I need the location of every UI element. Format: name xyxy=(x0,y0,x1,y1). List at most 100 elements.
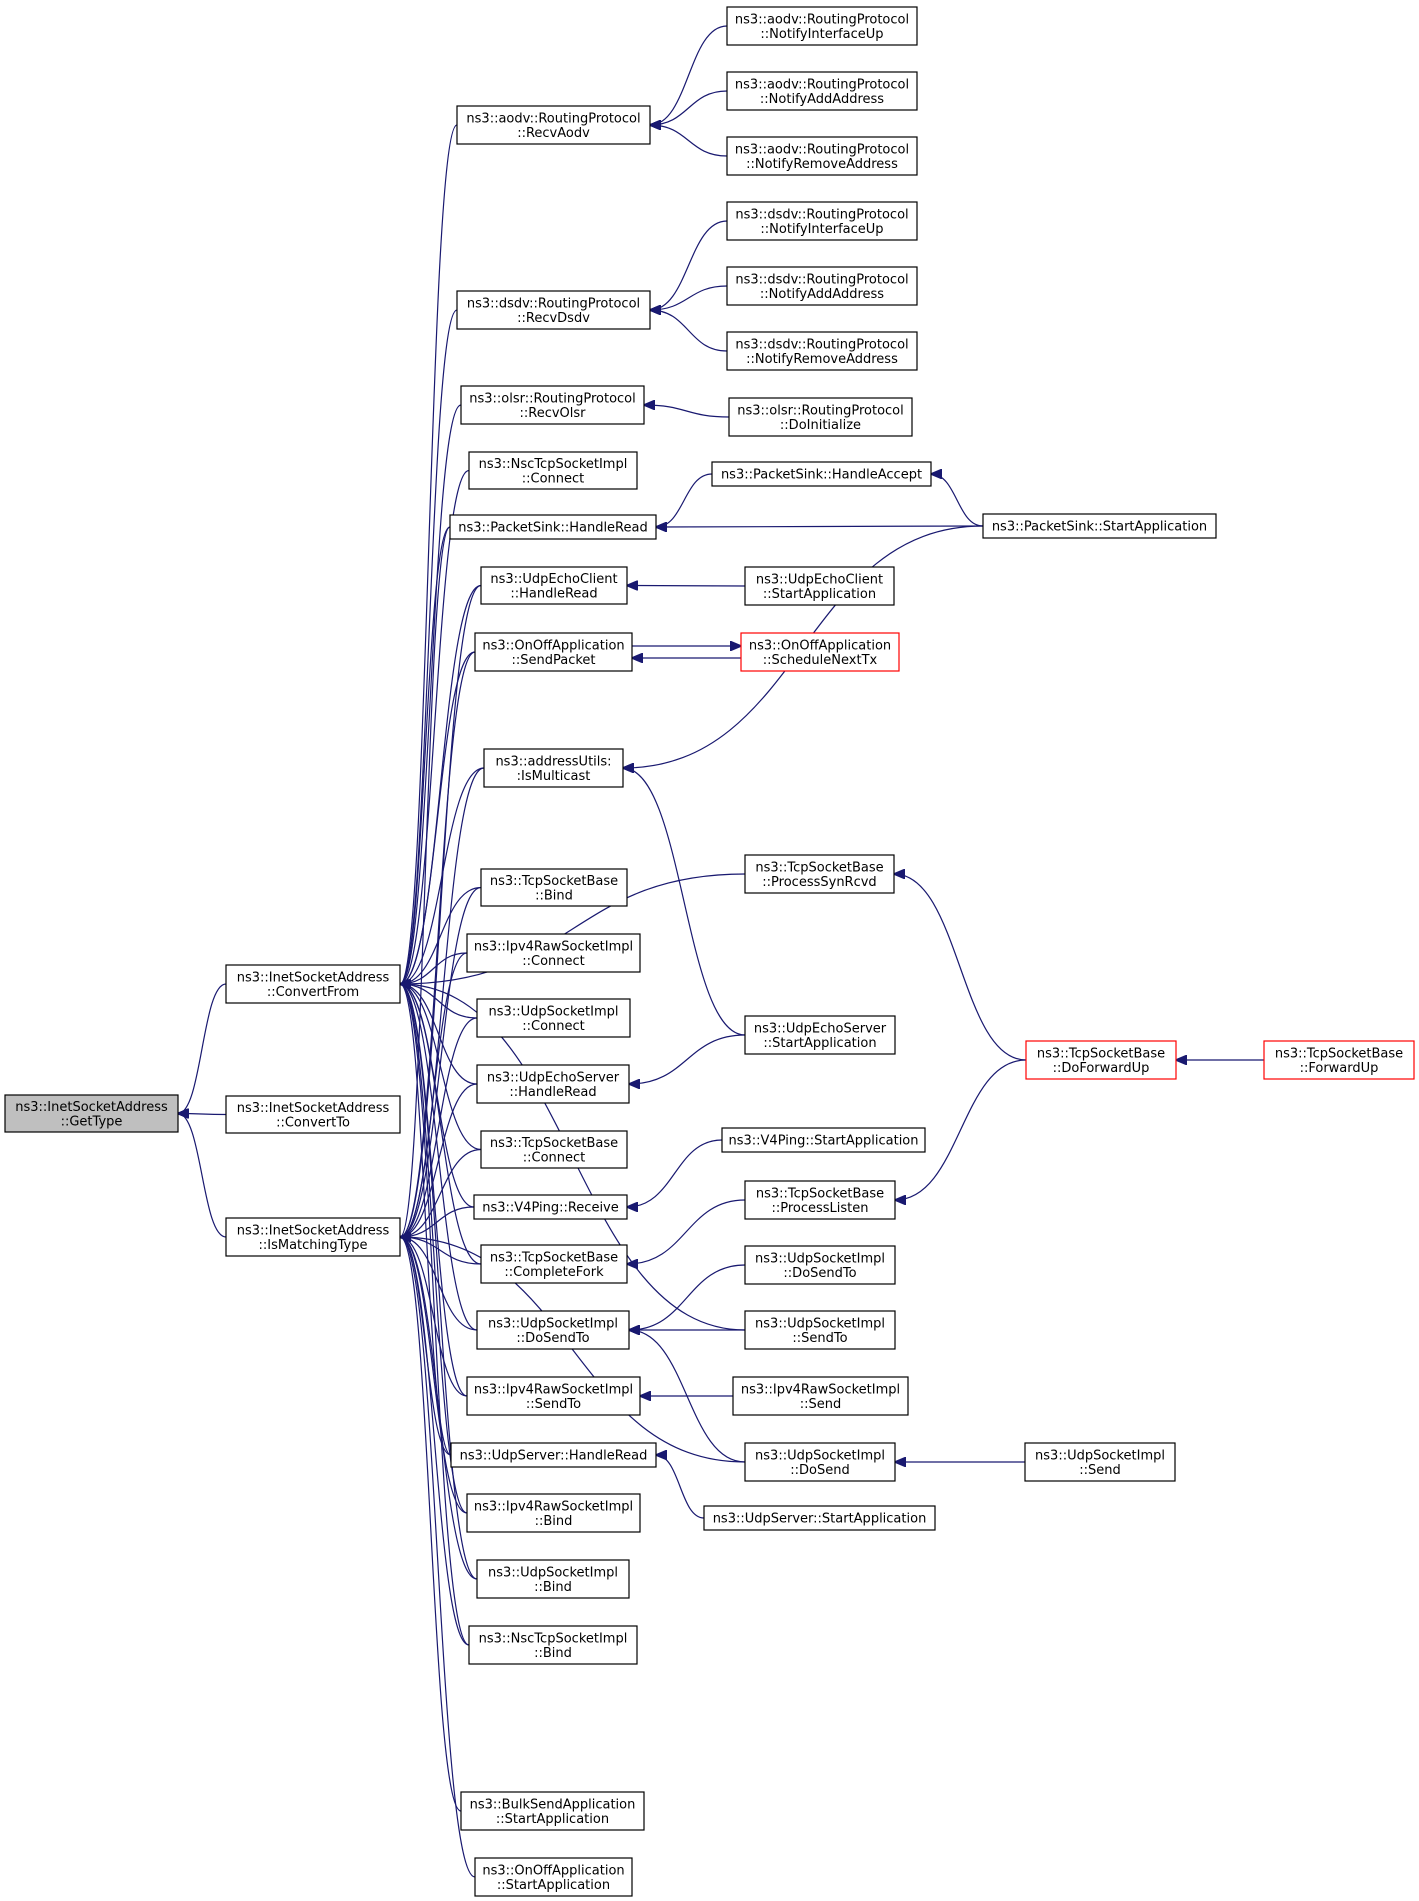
node-convertTo[interactable]: ns3::InetSocketAddress::ConvertTo xyxy=(225,1095,401,1134)
node-tcpConnect[interactable]: ns3::TcpSocketBase::Connect xyxy=(480,1130,628,1169)
node-ipv4RawSend[interactable]: ns3::Ipv4RawSocketImpl::Send xyxy=(732,1376,909,1416)
node-tcpProcessSyn[interactable]: ns3::TcpSocketBase::ProcessSynRcvd xyxy=(744,854,895,894)
edge-udpServerHR-to-convertFrom xyxy=(400,984,452,1456)
node-psHandleAccept[interactable]: ns3::PacketSink::HandleAccept xyxy=(711,461,932,487)
edge-onoffStart-to-isMatching xyxy=(400,1237,476,1878)
node-label: ns3::BulkSendApplication xyxy=(470,1797,636,1812)
node-label: ns3::olsr::RoutingProtocol xyxy=(469,391,636,406)
node-label: ::ProcessListen xyxy=(771,1201,868,1216)
node-psStart[interactable]: ns3::PacketSink::StartApplication xyxy=(982,513,1217,539)
node-udpSendTo[interactable]: ns3::UdpSocketImpl::SendTo xyxy=(744,1310,896,1350)
node-olsrRecv[interactable]: ns3::olsr::RoutingProtocol::RecvOlsr xyxy=(460,385,645,425)
node-isMulticast[interactable]: ns3::addressUtils::IsMulticast xyxy=(483,748,624,788)
node-dsdvNRA[interactable]: ns3::dsdv::RoutingProtocol::NotifyRemove… xyxy=(726,331,918,371)
node-label: ns3::Ipv4RawSocketImpl xyxy=(741,1382,900,1397)
node-box xyxy=(480,566,628,605)
node-box xyxy=(744,1015,896,1055)
node-box xyxy=(726,6,918,46)
node-udpEchoServerStart[interactable]: ns3::UdpEchoServer::StartApplication xyxy=(744,1015,896,1055)
node-bulkStart[interactable]: ns3::BulkSendApplication::StartApplicati… xyxy=(460,1791,645,1831)
node-nscConnect[interactable]: ns3::NscTcpSocketImpl::Connect xyxy=(468,451,638,490)
node-box xyxy=(460,1791,645,1831)
node-label: ns3::TcpSocketBase xyxy=(1275,1046,1403,1061)
node-udpSend[interactable]: ns3::UdpSocketImpl::Send xyxy=(1024,1442,1176,1482)
node-tcpProcessListen[interactable]: ns3::TcpSocketBase::ProcessListen xyxy=(744,1180,896,1220)
node-ipv4RawSendTo[interactable]: ns3::Ipv4RawSocketImpl::SendTo xyxy=(466,1376,641,1416)
node-box xyxy=(480,1244,628,1284)
node-onoffSchedule[interactable]: ns3::OnOffApplication::ScheduleNextTx xyxy=(740,632,900,672)
node-label: ns3::InetSocketAddress xyxy=(237,1223,390,1238)
node-convertFrom[interactable]: ns3::InetSocketAddress::ConvertFrom xyxy=(225,964,401,1004)
node-label: ns3::OnOffApplication xyxy=(749,638,891,653)
node-onoffStart[interactable]: ns3::OnOffApplication::StartApplication xyxy=(474,1857,633,1897)
edge-dsdvNRA-to-dsdvRecv xyxy=(650,310,728,352)
node-label: ns3::PacketSink::StartApplication xyxy=(992,520,1207,535)
node-label: ::GetType xyxy=(61,1114,123,1129)
node-tcpDoForwardUp[interactable]: ns3::TcpSocketBase::DoForwardUp xyxy=(1025,1040,1177,1080)
node-label: ::DoSendTo xyxy=(516,1331,589,1346)
node-psHandleRead[interactable]: ns3::PacketSink::HandleRead xyxy=(449,514,657,540)
node-label: ::StartApplication xyxy=(763,1036,876,1051)
edge-convertFrom-to-root xyxy=(178,983,227,1114)
node-label: ::NotifyRemoveAddress xyxy=(746,352,898,367)
node-label: ns3::TcpSocketBase xyxy=(490,1136,618,1151)
node-box xyxy=(480,1130,628,1169)
node-box xyxy=(744,1442,896,1482)
node-box xyxy=(4,1094,179,1133)
node-udpDoSendTo[interactable]: ns3::UdpSocketImpl::DoSendTo xyxy=(476,1310,630,1350)
node-dsdvNIU[interactable]: ns3::dsdv::RoutingProtocol::NotifyInterf… xyxy=(726,201,918,241)
node-box xyxy=(466,1376,641,1416)
node-aodvRecv[interactable]: ns3::aodv::RoutingProtocol::RecvAodv xyxy=(456,105,651,145)
node-udpEchoClientStart[interactable]: ns3::UdpEchoClient::StartApplication xyxy=(744,566,895,606)
node-tcpForwardUp[interactable]: ns3::TcpSocketBase::ForwardUp xyxy=(1263,1040,1415,1080)
node-v4Start[interactable]: ns3::V4Ping::StartApplication xyxy=(721,1127,926,1153)
node-label: ::ConvertTo xyxy=(276,1115,350,1130)
node-box xyxy=(982,513,1217,539)
node-box xyxy=(474,1857,633,1897)
node-label: ns3::UdpEchoClient xyxy=(756,572,883,587)
node-udpDoSend[interactable]: ns3::UdpSocketImpl::DoSend xyxy=(744,1442,896,1482)
node-udpSockConnect[interactable]: ns3::UdpSocketImpl::Connect xyxy=(476,998,631,1038)
node-isMatching[interactable]: ns3::InetSocketAddress::IsMatchingType xyxy=(225,1217,401,1257)
node-udpServerHR[interactable]: ns3::UdpServer::HandleRead xyxy=(450,1442,657,1468)
node-ipv4RawBind[interactable]: ns3::Ipv4RawSocketImpl::Bind xyxy=(466,1493,641,1533)
node-label: ::CompleteFork xyxy=(504,1265,604,1280)
edge-olsrRecv-to-convertFrom xyxy=(400,404,462,984)
node-aodvNRA[interactable]: ns3::aodv::RoutingProtocol::NotifyRemove… xyxy=(726,136,918,176)
node-dsdvRecv[interactable]: ns3::dsdv::RoutingProtocol::RecvDsdv xyxy=(456,290,651,330)
node-udpDoSendTo2[interactable]: ns3::UdpSocketImpl::DoSendTo xyxy=(744,1245,896,1285)
node-tcpCompleteFork[interactable]: ns3::TcpSocketBase::CompleteFork xyxy=(480,1244,628,1284)
node-label: ns3::InetSocketAddress xyxy=(237,970,390,985)
node-root[interactable]: ns3::InetSocketAddress::GetType xyxy=(4,1094,179,1133)
edge-isMatching-to-root xyxy=(178,1114,227,1238)
node-aodvNAA[interactable]: ns3::aodv::RoutingProtocol::NotifyAddAdd… xyxy=(726,71,918,111)
node-tcpBind[interactable]: ns3::TcpSocketBase::Bind xyxy=(480,868,628,907)
node-udpSockBind[interactable]: ns3::UdpSocketImpl::Bind xyxy=(476,1559,630,1599)
edge-udpEchoServerStart-to-isMulticast xyxy=(623,768,746,1036)
node-onoffSend[interactable]: ns3::OnOffApplication::SendPacket xyxy=(474,632,633,672)
edge-nscBind-to-isMatching xyxy=(400,1237,470,1646)
node-label: ::NotifyRemoveAddress xyxy=(746,157,898,172)
edge-psHandleAccept-to-psHandleRead xyxy=(656,473,713,527)
node-box xyxy=(456,105,651,145)
node-box xyxy=(726,331,918,371)
node-label: ::Bind xyxy=(535,888,573,903)
node-box xyxy=(703,1505,936,1531)
node-v4Receive[interactable]: ns3::V4Ping::Receive xyxy=(473,1194,628,1220)
node-label: ns3::TcpSocketBase xyxy=(755,860,883,875)
node-udpEchoClientHR[interactable]: ns3::UdpEchoClient::HandleRead xyxy=(480,566,628,605)
node-udpServerStart[interactable]: ns3::UdpServer::StartApplication xyxy=(703,1505,936,1531)
node-udpEchoServerHR[interactable]: ns3::UdpEchoServer::HandleRead xyxy=(476,1064,630,1104)
node-ipv4RawConnect[interactable]: ns3::Ipv4RawSocketImpl::Connect xyxy=(466,933,641,973)
edge-ipv4RawSendTo-to-isMatching xyxy=(400,1237,468,1397)
node-aodvNIU[interactable]: ns3::aodv::RoutingProtocol::NotifyInterf… xyxy=(726,6,918,46)
node-label: ns3::UdpSocketImpl xyxy=(755,1448,885,1463)
node-dsdvNAA[interactable]: ns3::dsdv::RoutingProtocol::NotifyAddAdd… xyxy=(726,266,918,306)
node-olsrDoInit[interactable]: ns3::olsr::RoutingProtocol::DoInitialize xyxy=(728,397,913,437)
node-label: ::Connect xyxy=(522,471,585,486)
node-label: ::IsMatchingType xyxy=(259,1238,368,1253)
node-label: ns3::UdpEchoServer xyxy=(754,1021,887,1036)
node-box xyxy=(468,1625,638,1665)
node-nscBind[interactable]: ns3::NscTcpSocketImpl::Bind xyxy=(468,1625,638,1665)
node-box xyxy=(744,1310,896,1350)
